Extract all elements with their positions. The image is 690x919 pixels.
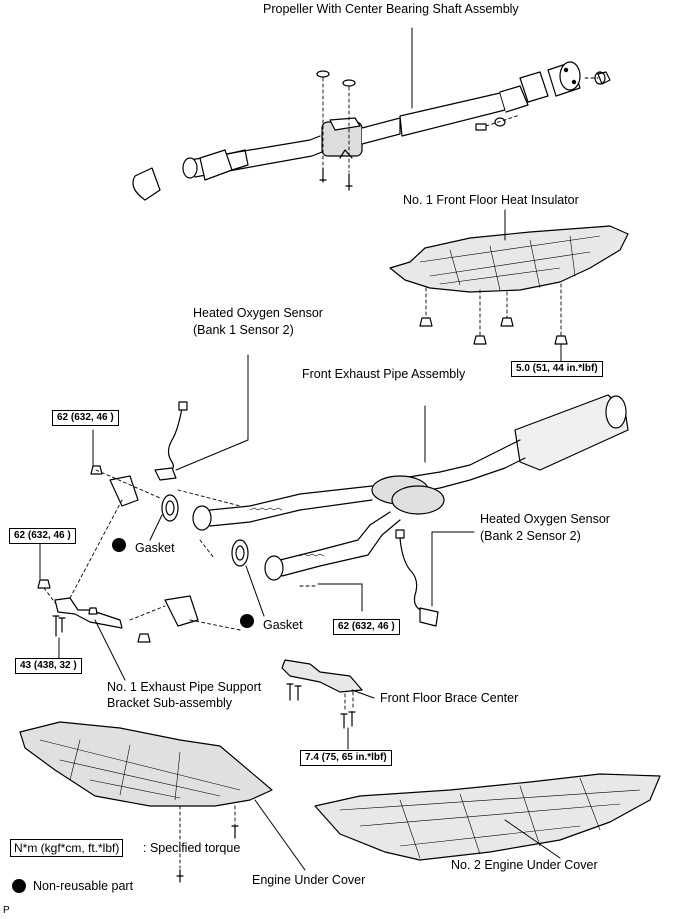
gasket-left-drawing	[161, 494, 179, 522]
oxygen-sensor-b1-drawing	[154, 401, 188, 481]
cover-leader-dashes	[179, 805, 236, 869]
nonreusable-dot-icon	[112, 538, 126, 552]
nonreusable-dot-icon	[240, 614, 254, 628]
label-heated-oxygen-sensor-b2-bank: (Bank 2 Sensor 2)	[480, 529, 581, 543]
heat-insulator-drawing	[389, 225, 629, 293]
engine-under-cover-2-drawing	[314, 773, 661, 861]
torque-box-sensor-b1: 62 (632, 46 )	[52, 410, 119, 426]
brace-leader-dashes	[344, 691, 354, 713]
label-heated-oxygen-sensor-b1: Heated Oxygen Sensor	[193, 306, 323, 320]
legend-torque-desc: : Specified torque	[143, 841, 241, 855]
corner-mark: P	[3, 905, 10, 916]
legend-nonreusable-desc: Non-reusable part	[33, 879, 134, 893]
torque-box-insulator: 5.0 (51, 44 in.*lbf)	[511, 361, 603, 377]
support-bracket-drawing	[37, 465, 199, 643]
bracket-leader-dashes	[43, 469, 317, 631]
label-propeller-shaft: Propeller With Center Bearing Shaft Asse…	[263, 2, 519, 16]
propeller-shaft-drawing	[132, 61, 611, 201]
torque-box-bracket-bolt: 43 (438, 32 )	[15, 658, 82, 674]
insulator-leader-dashes	[425, 283, 562, 337]
label-front-floor-brace: Front Floor Brace Center	[380, 691, 519, 705]
label-front-exhaust-pipe: Front Exhaust Pipe Assembly	[302, 367, 466, 381]
label-engine-under-cover-2: No. 2 Engine Under Cover	[451, 858, 598, 872]
label-heated-oxygen-sensor-b1-bank: (Bank 1 Sensor 2)	[193, 323, 294, 337]
exhaust-pipe-drawing	[192, 394, 629, 581]
torque-box-brace: 7.4 (75, 65 in.*lbf)	[300, 750, 392, 766]
gasket-right-drawing	[231, 539, 249, 567]
engine-under-cover-drawing	[19, 721, 273, 807]
propeller-leader-dashes	[322, 77, 599, 173]
label-front-floor-heat-insulator: No. 1 Front Floor Heat Insulator	[403, 193, 579, 207]
label-exhaust-support-bracket: No. 1 Exhaust Pipe Support	[107, 680, 262, 694]
label-exhaust-support-bracket-sub: Bracket Sub-assembly	[107, 696, 233, 710]
legend-torque-unit-box: N*m (kgf*cm, ft.*lbf)	[10, 839, 124, 857]
oxygen-sensor-b2-drawing	[395, 529, 439, 627]
label-heated-oxygen-sensor-b2: Heated Oxygen Sensor	[480, 512, 610, 526]
label-gasket-left: Gasket	[135, 541, 175, 555]
label-engine-under-cover: Engine Under Cover	[252, 873, 366, 887]
torque-box-bracket-nut: 62 (632, 46 )	[9, 528, 76, 544]
floor-brace-drawing	[281, 659, 363, 729]
torque-box-pipe-rear: 62 (632, 46 )	[333, 619, 400, 635]
legend-dot-icon	[12, 879, 26, 893]
label-gasket-right: Gasket	[263, 618, 303, 632]
